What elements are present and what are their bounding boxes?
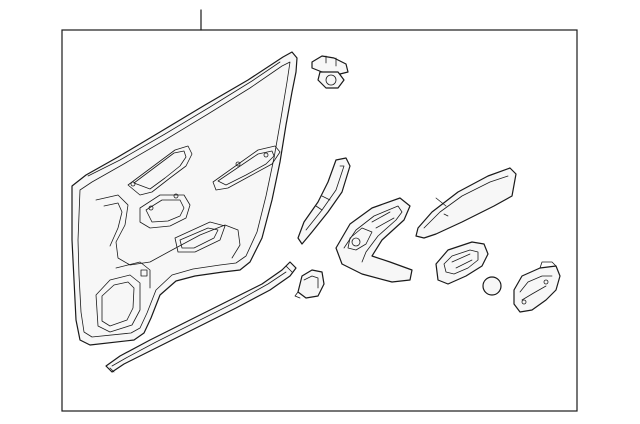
mirror-garnish-trim: [297, 157, 351, 245]
weatherstrip: [105, 261, 297, 373]
round-plug: [482, 276, 502, 296]
diagram-frame: [61, 29, 578, 412]
bracket-cap: [294, 269, 325, 299]
trim-clip: [311, 55, 349, 89]
armrest-pad: [415, 167, 517, 239]
door-trim-panel: [71, 51, 298, 346]
inner-handle-assembly: [513, 261, 561, 313]
inner-handle-bezel: [435, 241, 489, 285]
switch-bezel: [335, 197, 413, 283]
